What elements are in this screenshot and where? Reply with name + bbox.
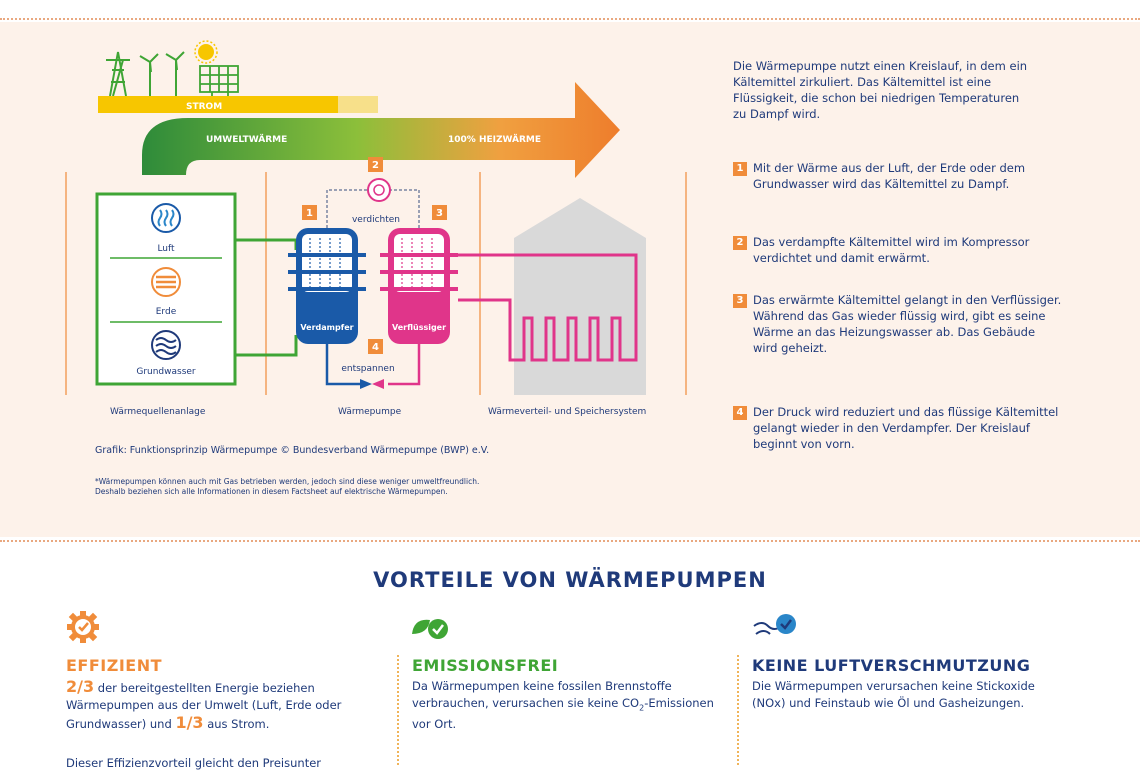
section-label-source: Wärmequellenanlage — [110, 407, 206, 417]
advantage-text-luftverschmutzung: Die Wärmepumpen verursachen keine Sticko… — [752, 679, 1035, 710]
explanation-step-2: 2 Das verdampfte Kältemittel wird im Kom… — [733, 234, 1063, 268]
effizient-text-end: aus Strom. — [203, 717, 270, 731]
emissionsfrei-text-end: -Emissionen vor Ort. — [412, 696, 714, 732]
earth-icon — [151, 267, 181, 297]
water-icon — [151, 330, 181, 360]
verdichten-label: verdichten — [352, 215, 400, 225]
advantage-text-emissionsfrei: Da Wärmepumpen keine fossilen Brennstoff… — [412, 678, 727, 733]
svg-text:4: 4 — [372, 342, 379, 353]
section-dividers — [65, 172, 687, 395]
heating-pipe — [450, 253, 638, 362]
expansion-valve-icon — [360, 379, 384, 389]
fraction-two-thirds: 2/3 — [66, 677, 95, 696]
co-text: CO — [622, 696, 640, 710]
verfluessiger-label: Verflüssiger — [392, 323, 446, 332]
entspannen-label: entspannen — [341, 364, 394, 374]
heat-pump-diagram: STROM UMWELTWÄRME 100% HEIZWÄRME Luft Er… — [65, 40, 687, 395]
umwelt-label: UMWELTWÄRME — [206, 134, 287, 145]
explanation-step-4: 4 Der Druck wird reduziert und das flüss… — [733, 404, 1063, 454]
solar-panel-icon — [199, 65, 239, 98]
emissionsfrei-text: Da Wärmepumpen keine fossilen Brennstoff… — [412, 679, 672, 710]
wind-turbine-icon — [139, 51, 185, 96]
step-number: 1 — [733, 162, 747, 176]
source-erde: Erde — [156, 307, 177, 317]
compressor-icon — [367, 178, 391, 202]
strom-band — [98, 96, 338, 113]
advantage-text-cut: Dieser Effizienzvorteil gleicht den Prei… — [66, 756, 322, 770]
bottom-divider — [0, 540, 1140, 542]
advantage-heading-emissionsfrei: EMISSIONSFREI — [412, 656, 559, 675]
advantage-text-effizient: 2/3 der bereitgestellten Energie beziehe… — [66, 678, 376, 733]
svg-text:3: 3 — [436, 208, 443, 219]
step-number: 4 — [733, 406, 747, 420]
energy-flow-arrow — [142, 82, 620, 178]
step-badge-2: 2 — [368, 157, 383, 172]
footnote-line-2: Deshalb beziehen sich alle Informationen… — [95, 487, 448, 496]
explanation-step-3: 3 Das erwärmte Kältemittel gelangt in de… — [733, 292, 1063, 382]
source-luft: Luft — [157, 244, 175, 254]
verdampfer-label: Verdampfer — [300, 323, 353, 332]
step-number: 3 — [733, 294, 747, 308]
co-subscript: 2 — [639, 703, 645, 713]
step-text: Mit der Wärme aus der Luft, der Erde ode… — [753, 161, 1026, 191]
air-check-icon — [753, 614, 796, 635]
step-badge-1: 1 — [302, 205, 317, 220]
step-number: 2 — [733, 236, 747, 250]
leaf-check-icon — [412, 619, 448, 639]
step-text: Der Druck wird reduziert und das flüssig… — [753, 405, 1059, 451]
svg-text:1: 1 — [306, 208, 313, 219]
source-grundwasser: Grundwasser — [136, 367, 196, 377]
fraction-one-third: 1/3 — [175, 713, 204, 732]
section-label-pump: Wärmepumpe — [338, 407, 402, 417]
section-label-distribution: Wärmeverteil- und Speichersystem — [488, 407, 647, 417]
advantage-heading-effizient: EFFIZIENT — [66, 656, 163, 675]
effizient-text-part: der bereitgestellten Energie beziehen Wä… — [66, 681, 342, 731]
power-mast-icon — [106, 51, 130, 97]
advantage-heading-luftverschmutzung: KEINE LUFTVERSCHMUTZUNG — [752, 656, 1031, 675]
svg-text:2: 2 — [372, 160, 379, 171]
step-badge-3: 3 — [432, 205, 447, 220]
advantages-title: VORTEILE VON WÄRMEPUMPEN — [373, 568, 767, 592]
strom-label: STROM — [186, 102, 222, 112]
column-separator — [397, 655, 399, 765]
explanation-intro: Die Wärmepumpe nutzt einen Kreislauf, in… — [733, 59, 1028, 121]
column-separator — [737, 655, 739, 765]
top-divider — [0, 18, 1140, 20]
step-badge-4: 4 — [368, 339, 383, 354]
house-shape — [514, 198, 646, 395]
step-text: Das erwärmte Kältemittel gelangt in den … — [753, 293, 1062, 355]
gear-check-icon — [67, 611, 99, 643]
heiz-label: 100% HEIZWÄRME — [448, 134, 541, 145]
sun-icon — [194, 40, 218, 64]
explanation-step-1: 1 Mit der Wärme aus der Luft, der Erde o… — [733, 160, 1063, 210]
step-text: Das verdampfte Kältemittel wird im Kompr… — [753, 235, 1030, 265]
footnote-line-1: *Wärmepumpen können auch mit Gas betrieb… — [95, 477, 480, 486]
air-icon — [151, 203, 181, 233]
diagram-caption: Grafik: Funktionsprinzip Wärmepumpe © Bu… — [95, 445, 490, 456]
